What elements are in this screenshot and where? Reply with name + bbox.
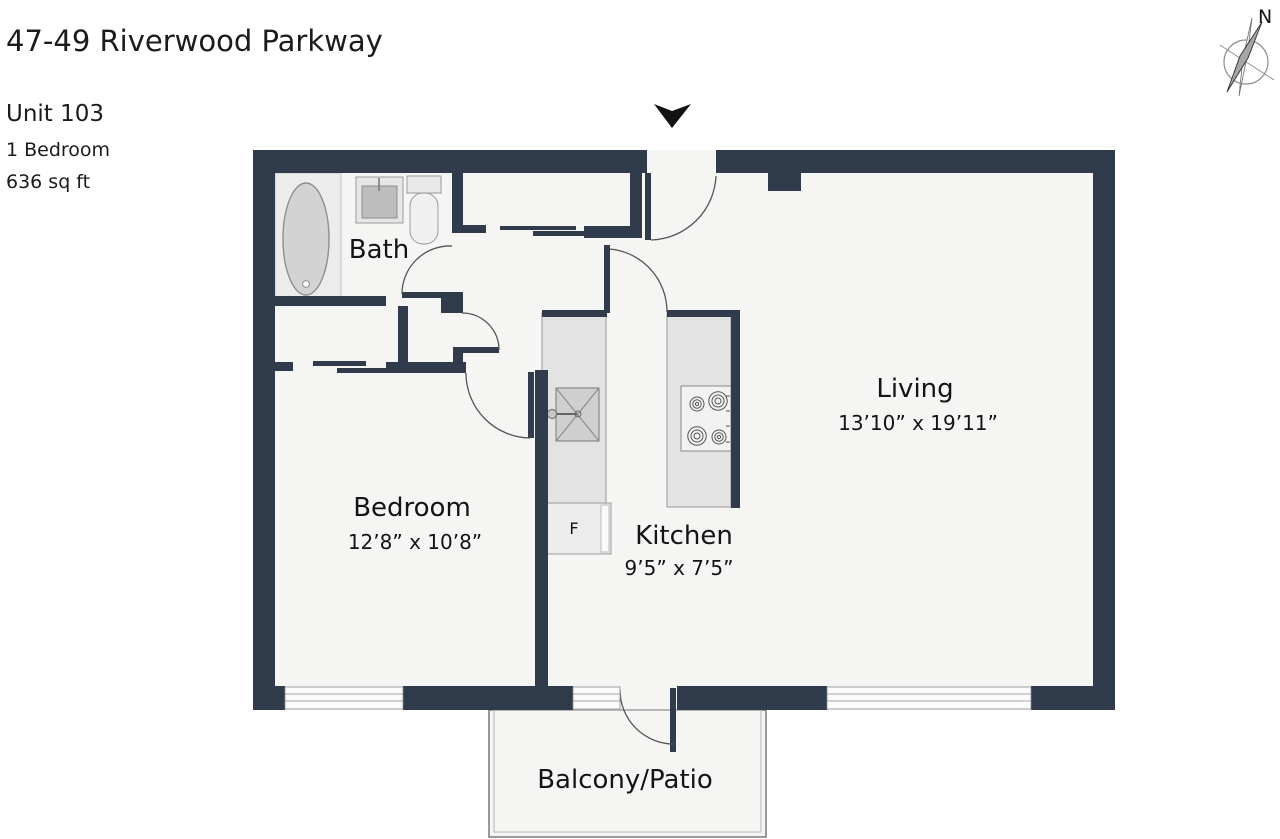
balcony-door-leaf bbox=[670, 688, 676, 752]
door-arcs bbox=[401, 175, 717, 745]
wall-segment bbox=[458, 225, 486, 233]
wall-segment bbox=[253, 296, 386, 306]
compass-needle bbox=[1226, 21, 1263, 93]
faucet-head-icon bbox=[574, 410, 582, 418]
bath-door-arc bbox=[401, 245, 453, 295]
wall-segment bbox=[386, 362, 466, 373]
entry-door-arc bbox=[650, 175, 717, 241]
page-title: 47-49 Riverwood Parkway bbox=[6, 24, 383, 58]
wall-segment bbox=[677, 686, 827, 710]
square-footage: 636 sq ft bbox=[6, 171, 91, 193]
windows bbox=[284, 686, 1032, 710]
walls bbox=[253, 150, 1115, 710]
toilet-tank-icon bbox=[406, 175, 442, 194]
hall-closet-sliding-door bbox=[500, 226, 576, 230]
wall-segment bbox=[452, 173, 463, 233]
bedroom-label: Bedroom bbox=[353, 493, 471, 523]
wall-segment bbox=[1093, 150, 1115, 710]
wall-segment bbox=[768, 173, 801, 191]
wall-segment bbox=[403, 686, 573, 710]
kitchen-label: Kitchen bbox=[635, 521, 733, 551]
bedroom-count: 1 Bedroom bbox=[6, 139, 111, 161]
bathtub-icon bbox=[282, 182, 330, 296]
kitchen-door-leaf bbox=[604, 245, 610, 313]
wall-segment bbox=[542, 310, 607, 317]
entry-door-leaf bbox=[645, 173, 651, 240]
faucet-icon bbox=[547, 409, 557, 419]
kitchen-window bbox=[572, 686, 621, 710]
wall-segment bbox=[1031, 686, 1115, 710]
balcony-label: Balcony/Patio bbox=[537, 765, 713, 795]
balcony-area bbox=[488, 709, 767, 838]
bathtub-drain-icon bbox=[302, 280, 310, 288]
compass-circle bbox=[1223, 39, 1269, 85]
wall-segment bbox=[253, 150, 275, 710]
living-label: Living bbox=[876, 374, 953, 404]
wall-segment bbox=[731, 310, 740, 508]
kitchen-door-arc bbox=[609, 248, 668, 313]
living-dimensions: 13’10” x 19’11” bbox=[838, 411, 998, 435]
balcony-outline bbox=[488, 709, 767, 838]
bath-door-leaf bbox=[402, 292, 452, 298]
closet-sliding-door bbox=[337, 368, 399, 373]
wall-segment bbox=[273, 362, 293, 371]
bedroom-door-leaf bbox=[528, 372, 534, 438]
bedroom-dimensions: 12’8” x 10’8” bbox=[348, 530, 482, 554]
wall-segment bbox=[253, 686, 285, 710]
fridge-label: F bbox=[569, 519, 578, 538]
closet-door-leaf bbox=[462, 347, 499, 353]
bath-fixtures bbox=[274, 172, 442, 301]
kitchen-fixtures: F bbox=[541, 312, 732, 555]
unit-number: Unit 103 bbox=[6, 101, 105, 127]
bedroom-door-arc bbox=[465, 372, 531, 439]
kitchen-dimensions: 9’5” x 7’5” bbox=[625, 556, 734, 580]
wall-segment bbox=[253, 150, 647, 173]
wall-segment bbox=[667, 310, 739, 317]
toilet-bowl-icon bbox=[409, 192, 439, 245]
wall-segment bbox=[630, 173, 642, 238]
living-window bbox=[826, 686, 1032, 710]
bedroom-window bbox=[284, 686, 404, 710]
closet-door-arc bbox=[461, 312, 500, 351]
stove-burners-icon bbox=[687, 391, 730, 446]
compass-cross-line bbox=[1219, 44, 1275, 81]
stove-icon bbox=[680, 385, 732, 452]
compass-icon: N bbox=[1219, 6, 1275, 97]
wall-segment bbox=[584, 226, 642, 238]
bath-label: Bath bbox=[349, 235, 409, 265]
closet-sliding-door bbox=[313, 361, 366, 366]
compass-north-label: N bbox=[1258, 6, 1272, 28]
entry-arrow-icon bbox=[654, 104, 691, 128]
fridge-icon bbox=[544, 502, 612, 555]
wall-segment bbox=[398, 306, 408, 372]
balcony-inner-outline bbox=[493, 709, 762, 833]
wall-segment bbox=[716, 150, 1115, 173]
hall-closet-sliding-door bbox=[533, 231, 586, 236]
wall-segment bbox=[535, 370, 548, 686]
wall-segment bbox=[453, 347, 463, 367]
fridge-door-icon bbox=[600, 504, 610, 553]
sink-cross-line bbox=[555, 387, 600, 442]
door-leaves bbox=[313, 173, 676, 752]
balcony-door-arc bbox=[619, 689, 675, 745]
